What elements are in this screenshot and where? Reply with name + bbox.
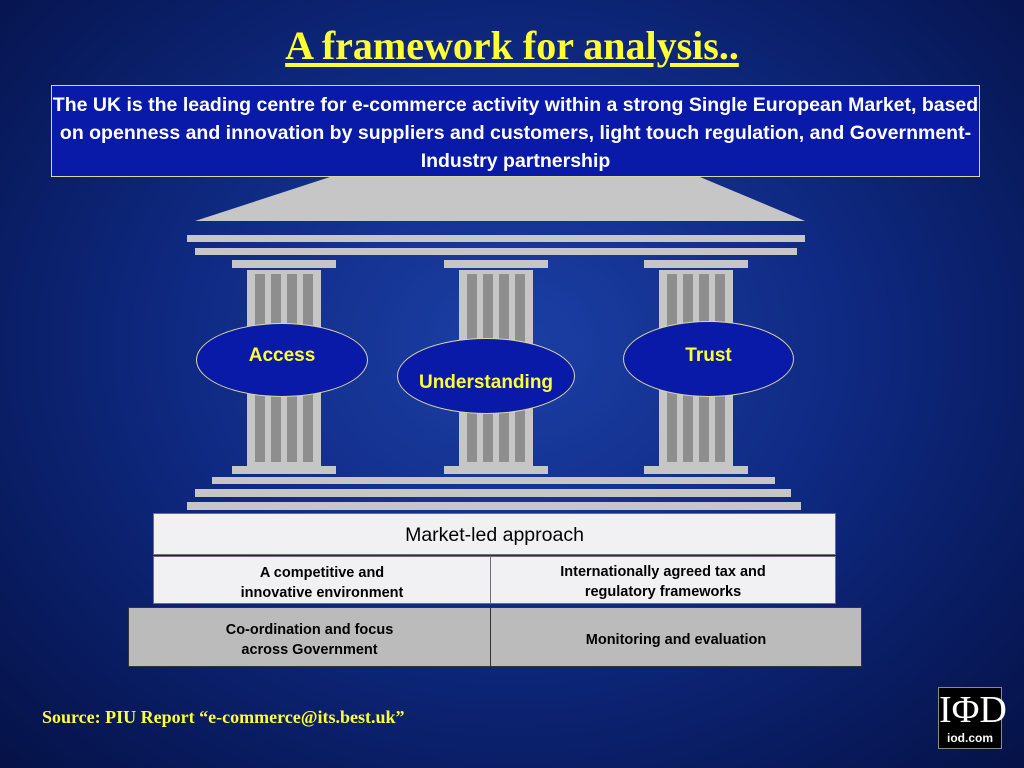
pillar-trust-oval: Trust	[623, 321, 794, 397]
monitoring-label: Monitoring and evaluation	[585, 632, 767, 648]
tax-line-1: Internationally agreed tax and	[560, 564, 766, 580]
iod-logo-text: iod.com	[946, 731, 993, 745]
foundation-monitoring-cell: Monitoring and evaluation	[490, 607, 862, 667]
slide-title: A framework for analysis..	[285, 23, 739, 68]
iod-logo-mark: IΦD	[939, 689, 1007, 731]
pillar-access-label: Access	[248, 345, 316, 366]
mission-statement: The UK is the leading centre for e-comme…	[51, 85, 980, 177]
pillar-understanding-label: Understanding	[418, 372, 554, 393]
pillar-understanding-oval: Understanding	[397, 338, 575, 414]
coordination-line-1: Co-ordination and focus	[225, 622, 394, 638]
competitive-line-2: innovative environment	[240, 585, 404, 601]
iod-logo: IΦD iod.com	[938, 687, 1007, 749]
pillar-access-oval: Access	[196, 323, 368, 397]
source-citation: Source: PIU Report “e-commerce@its.best.…	[42, 707, 405, 727]
foundation-competitive-cell: A competitive and innovative environment	[153, 556, 491, 604]
temple-steps	[187, 477, 801, 510]
pillar-trust-label: Trust	[685, 345, 732, 366]
tax-line-2: regulatory frameworks	[584, 584, 742, 600]
foundation-header-label: Market-led approach	[405, 524, 584, 546]
temple-roof	[187, 177, 805, 255]
coordination-line-2: across Government	[241, 642, 378, 658]
foundation-header: Market-led approach	[153, 513, 836, 555]
competitive-line-1: A competitive and	[259, 565, 385, 581]
foundation-coordination-cell: Co-ordination and focus across Governmen…	[128, 607, 491, 667]
foundation-tax-cell: Internationally agreed tax and regulator…	[490, 556, 836, 604]
